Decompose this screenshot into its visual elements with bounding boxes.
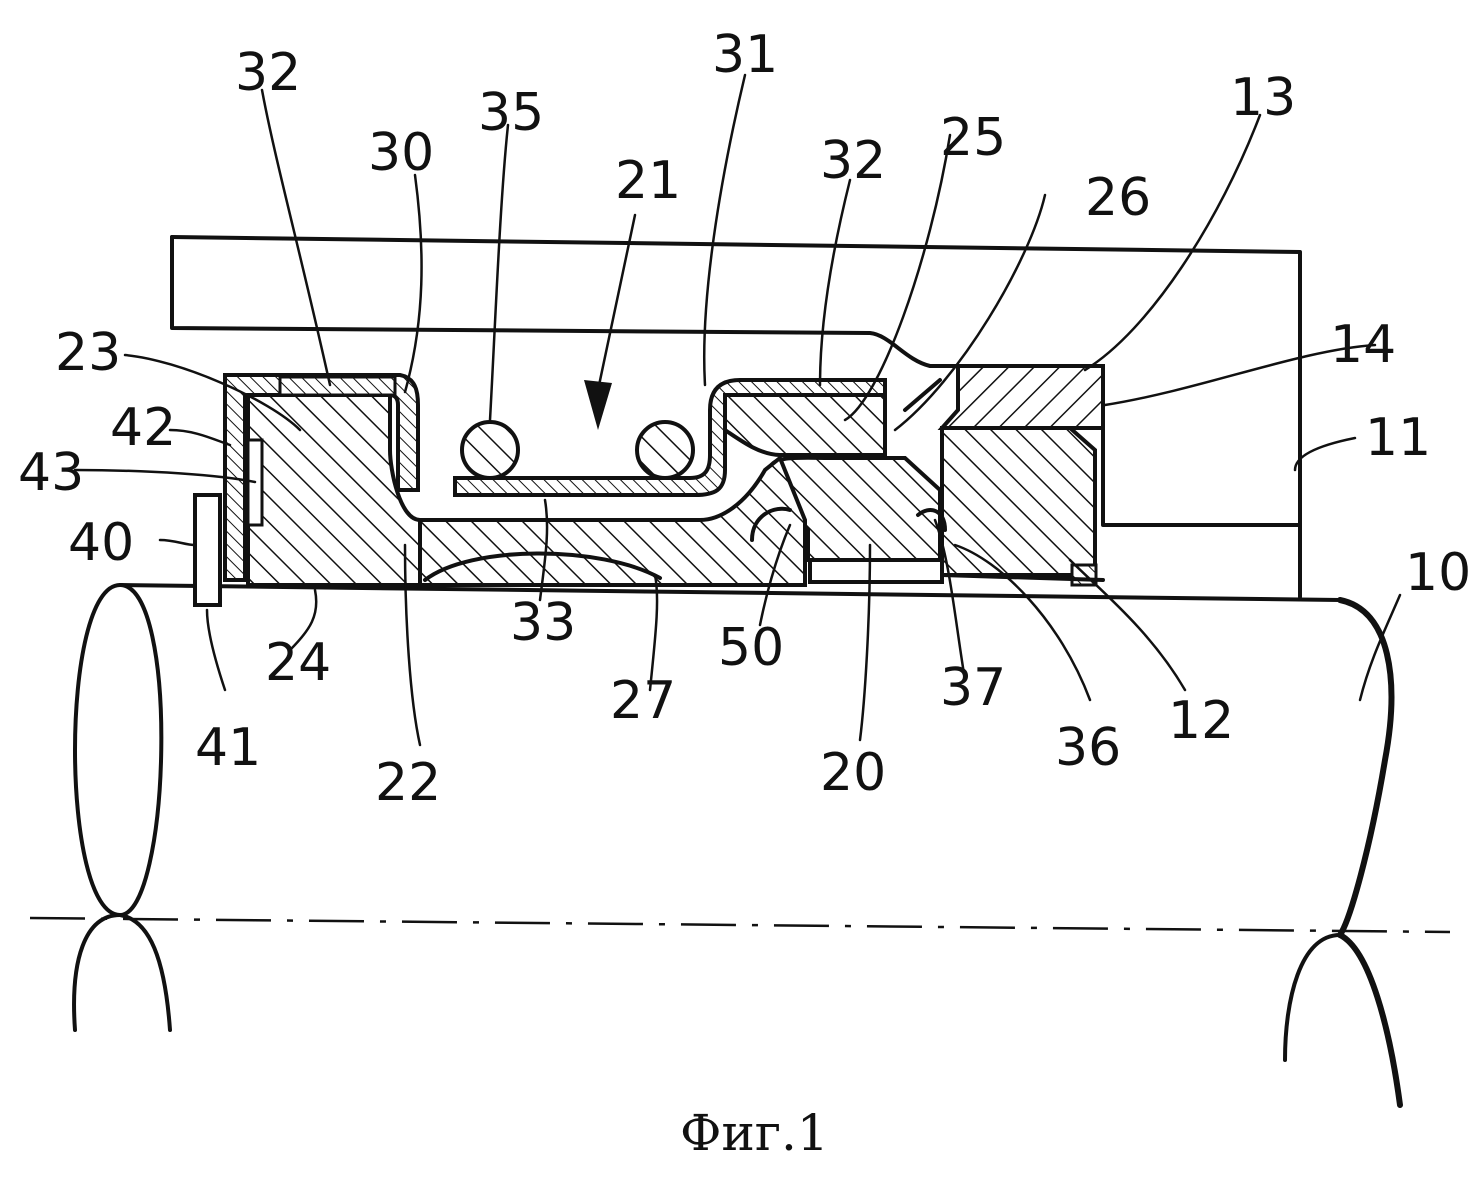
label-50: 50: [718, 618, 784, 678]
arrow-21: [584, 215, 635, 430]
label-41: 41: [195, 718, 261, 778]
label-31: 31: [712, 25, 778, 85]
seat-ring: [942, 428, 1103, 585]
label-23: 23: [55, 323, 121, 383]
label-20: 20: [820, 743, 886, 803]
label-25: 25: [940, 108, 1006, 168]
o-rings: [462, 422, 693, 478]
label-40: 40: [68, 513, 134, 573]
label-35: 35: [478, 83, 544, 143]
label-26: 26: [1085, 168, 1151, 228]
label-43: 43: [18, 443, 84, 503]
label-12: 12: [1168, 691, 1234, 751]
label-11: 11: [1365, 408, 1431, 468]
label-21: 21: [615, 151, 681, 211]
label-10: 10: [1405, 543, 1471, 603]
label-27: 27: [610, 671, 676, 731]
label-24: 24: [265, 633, 331, 693]
label-14: 14: [1330, 315, 1396, 375]
label-33: 33: [510, 593, 576, 653]
label-42: 42: [110, 398, 176, 458]
label-13: 13: [1230, 68, 1296, 128]
figure-caption: Фиг.1: [680, 1104, 829, 1162]
label-30: 30: [368, 123, 434, 183]
label-22: 22: [375, 753, 441, 813]
centerline: [30, 918, 1450, 932]
label-37: 37: [940, 658, 1006, 718]
label-32-left: 32: [235, 43, 301, 103]
label-36: 36: [1055, 718, 1121, 778]
gland-ring: [942, 366, 1103, 428]
label-32-right: 32: [820, 131, 886, 191]
